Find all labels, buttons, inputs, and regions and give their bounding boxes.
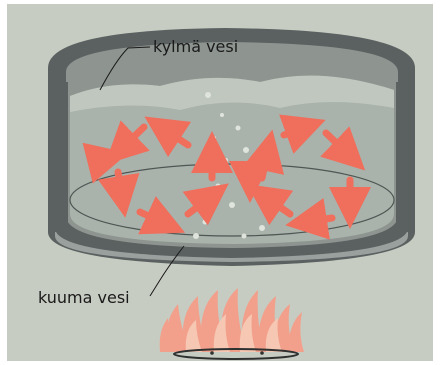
bubble [229, 202, 235, 208]
bubble [237, 172, 244, 179]
bubble [259, 225, 265, 231]
bubble [216, 184, 221, 189]
right-wall-strip [396, 82, 415, 232]
bubble [203, 220, 208, 225]
arrow [118, 172, 122, 197]
bubble [193, 233, 199, 239]
burner-dot [260, 351, 264, 355]
arrow [92, 158, 108, 162]
burner-dot [210, 351, 214, 355]
bubble [212, 136, 216, 140]
arrow [306, 218, 332, 222]
hot-water-label: kuuma vesi [38, 289, 130, 307]
bubble [236, 126, 241, 131]
bubble [224, 158, 228, 162]
bubble [220, 113, 224, 117]
bubble [205, 92, 211, 98]
left-wall-strip [48, 82, 68, 232]
cold-water-label: kylmä vesi [153, 38, 238, 56]
bubble [254, 194, 258, 198]
bubble [243, 147, 249, 153]
pot [48, 28, 415, 266]
bubble [242, 234, 247, 239]
